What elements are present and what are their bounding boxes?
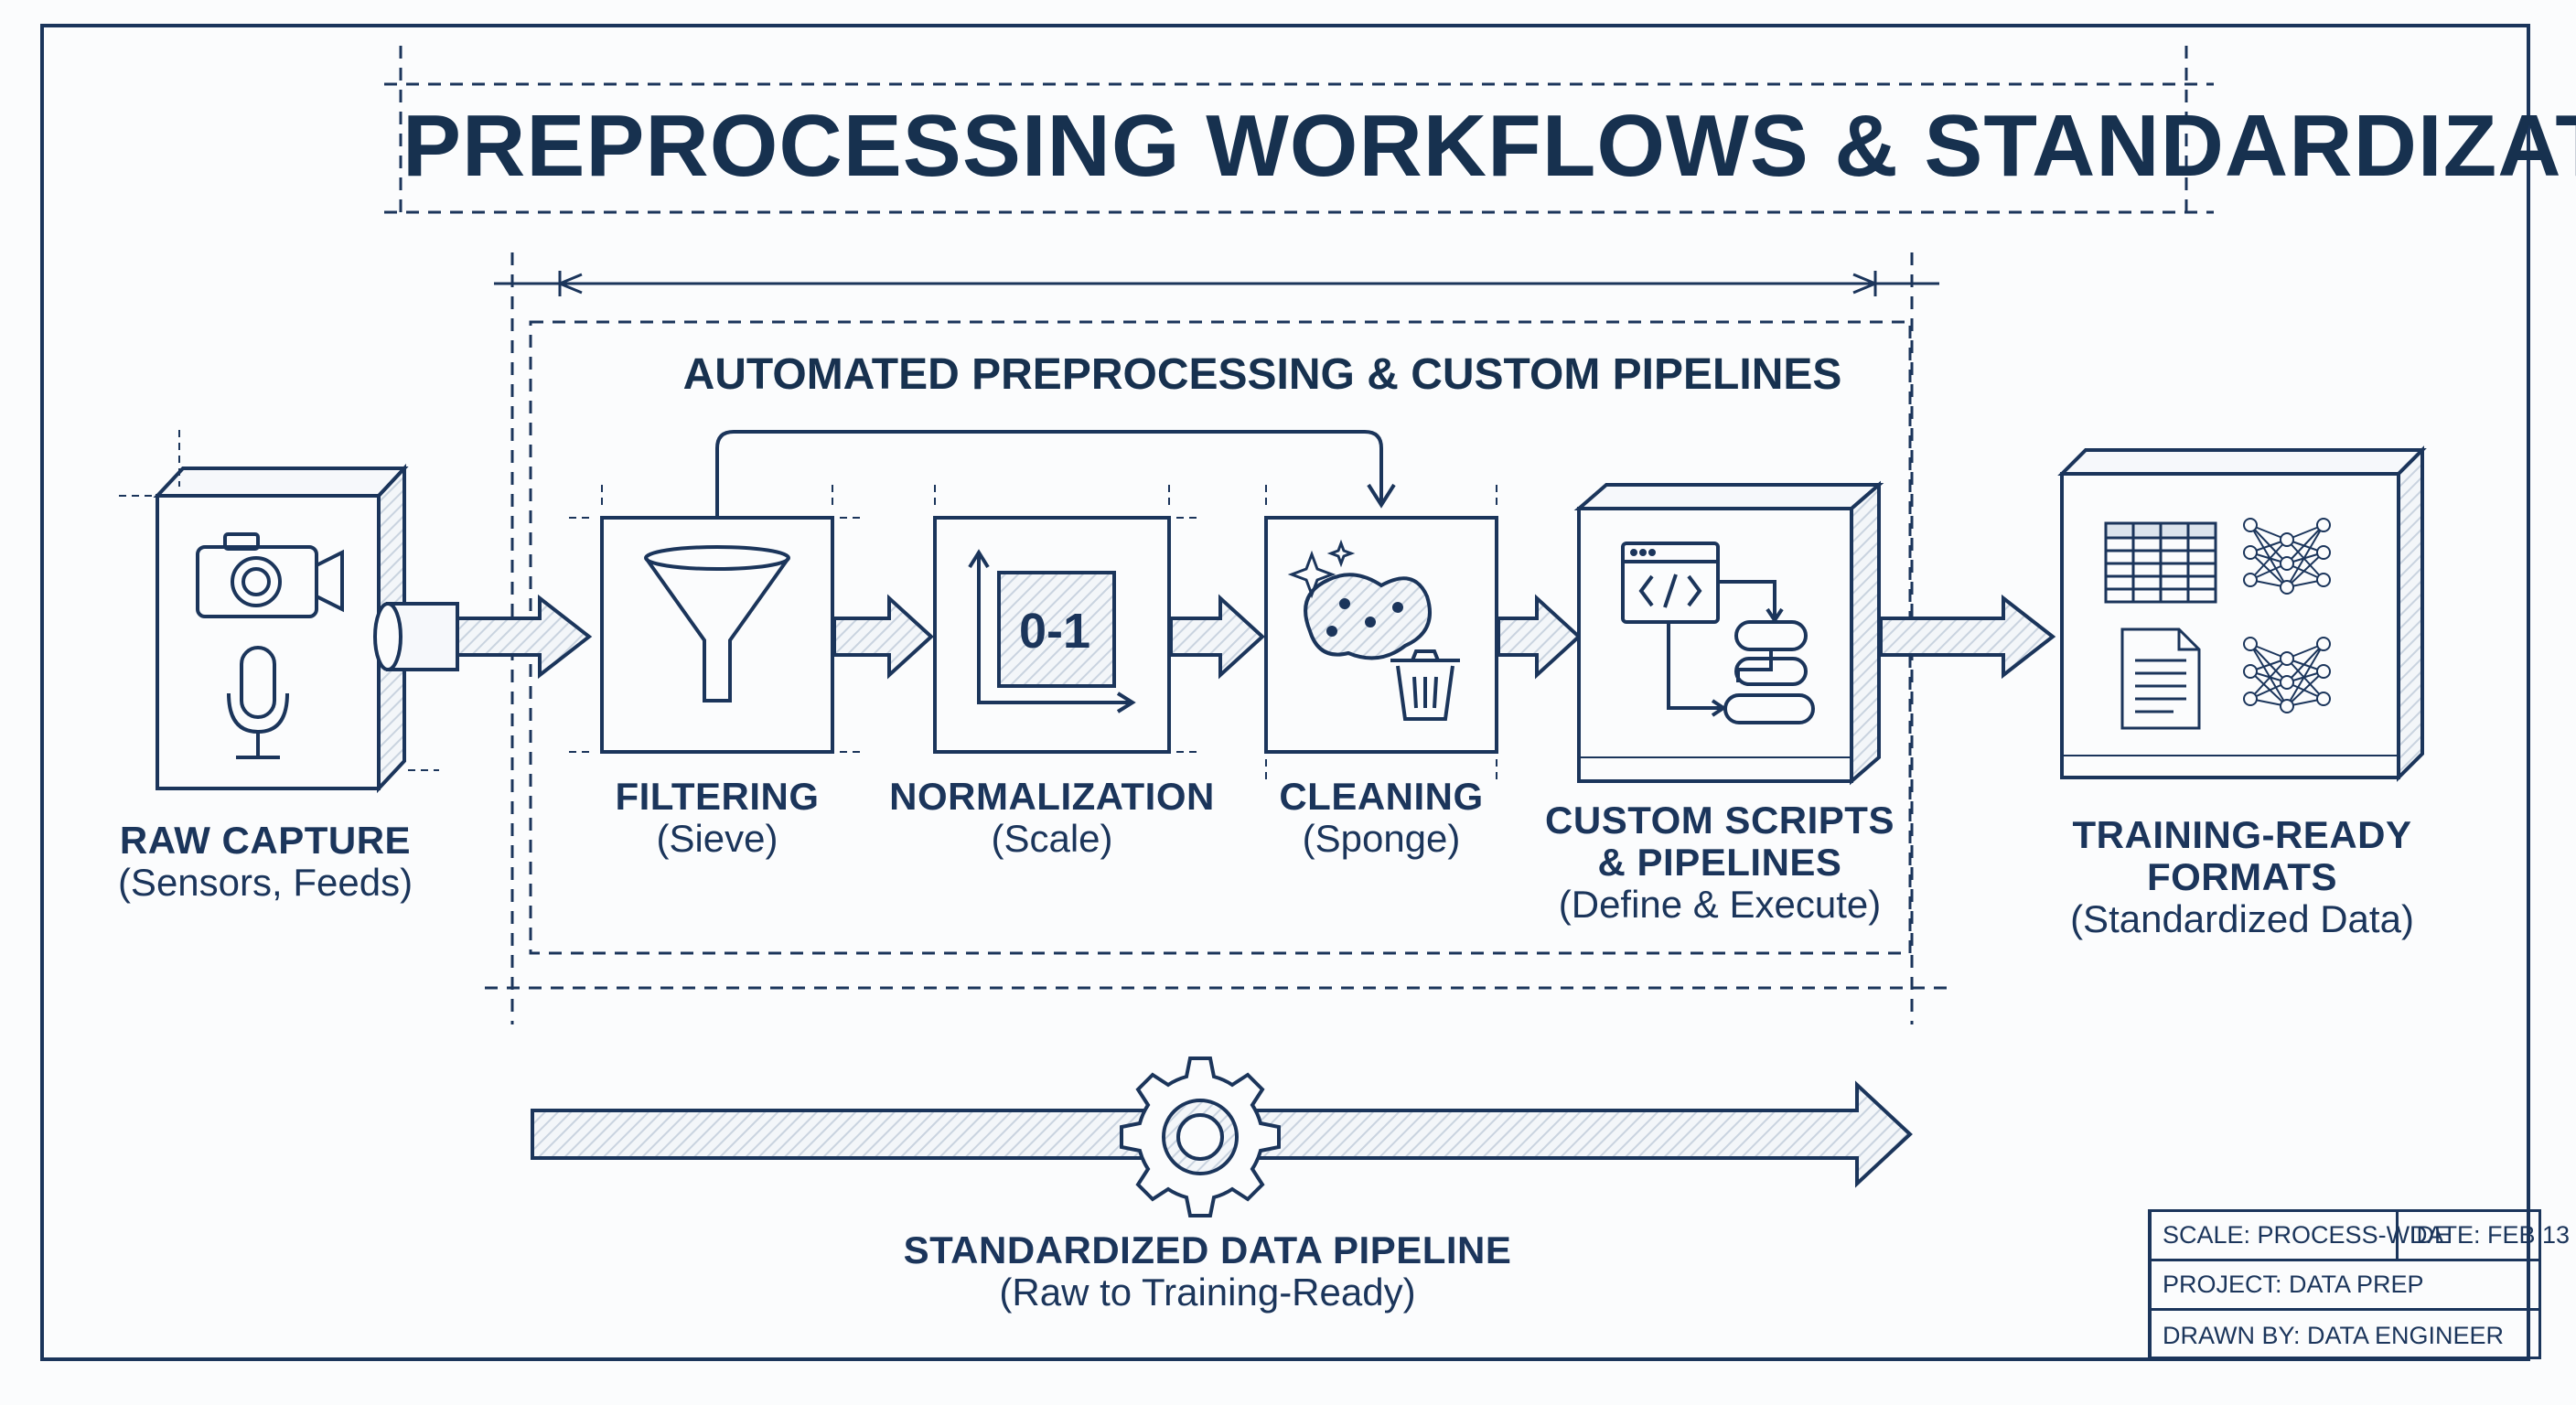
custom-scripts-heading-2: & PIPELINES <box>1597 841 1842 884</box>
project-cell: PROJECT: DATA PREP <box>2163 1271 2424 1298</box>
raw-capture-heading: RAW CAPTURE <box>119 819 412 862</box>
normalization-label: NORMALIZATION (Scale) <box>887 776 1217 860</box>
scale-cell: SCALE: PROCESS-WIDE <box>2152 1212 2451 1259</box>
custom-scripts-label: CUSTOM SCRIPTS & PIPELINES (Define & Exe… <box>1528 799 1912 926</box>
raw-capture-subtitle: (Sensors, Feeds) <box>117 861 413 904</box>
document-icon <box>2120 627 2201 730</box>
section-title: AUTOMATED PREPROCESSING & CUSTOM PIPELIN… <box>682 350 1842 399</box>
custom-scripts-subtitle: (Define & Execute) <box>1558 883 1882 926</box>
table-icon <box>2104 521 2217 604</box>
training-ready-label: TRAINING-READY FORMATS (Standardized Dat… <box>2045 814 2439 940</box>
page-title: PREPROCESSING WORKFLOWS & STANDARDIZATIO… <box>402 97 2576 195</box>
filtering-subtitle: (Sieve) <box>656 817 778 860</box>
pipeline-label: STANDARDIZED DATA PIPELINE (Raw to Train… <box>878 1229 1537 1314</box>
filtering-label: FILTERING (Sieve) <box>571 776 864 860</box>
filtering-box <box>569 485 865 754</box>
neural-network-icon <box>2243 518 2331 595</box>
title-block-row-3: DRAWN BY: DATA ENGINEER <box>2152 1311 2538 1360</box>
training-ready-subtitle: (Standardized Data) <box>2070 897 2414 940</box>
raw-output-arrow <box>373 594 593 680</box>
filtering-heading: FILTERING <box>615 775 820 818</box>
cleaning-heading: CLEANING <box>1279 775 1484 818</box>
arrow-filtering-normalization <box>832 594 934 680</box>
normalization-subtitle: (Scale) <box>991 817 1113 860</box>
normalization-heading: NORMALIZATION <box>889 775 1215 818</box>
trash-icon <box>1390 649 1460 721</box>
cleaning-label: CLEANING (Sponge) <box>1235 776 1528 860</box>
camera-icon <box>196 532 344 618</box>
drawn-by-cell: DRAWN BY: DATA ENGINEER <box>2163 1321 2505 1349</box>
pipeline-heading: STANDARDIZED DATA PIPELINE <box>903 1228 1512 1271</box>
title-block-row-1: SCALE: PROCESS-WIDE DATE: FEB 13 <box>2152 1212 2570 1261</box>
gear-icon <box>1120 1056 1281 1217</box>
custom-scripts-box <box>1573 480 1884 786</box>
custom-scripts-heading-1: CUSTOM SCRIPTS <box>1545 799 1894 842</box>
scale-axes-icon <box>968 549 1136 713</box>
funnel-icon <box>644 545 790 702</box>
sponge-icon <box>1304 573 1432 660</box>
microphone-icon <box>227 646 289 759</box>
sparkle-icon <box>1287 539 1356 599</box>
normalization-range-label: 0-1 <box>1018 604 1091 659</box>
neural-network-icon-2 <box>2243 637 2331 713</box>
title-block-row-2: PROJECT: DATA PREP <box>2152 1261 2538 1311</box>
arrow-custom-training <box>1879 594 2056 680</box>
flowchart-icon <box>1667 580 1815 724</box>
bypass-arrow <box>715 430 1396 518</box>
outer-frame <box>40 24 2530 1361</box>
date-cell: DATE: FEB 13 <box>2410 1221 2571 1249</box>
raw-capture-label: RAW CAPTURE (Sensors, Feeds) <box>101 820 430 904</box>
training-ready-heading-2: FORMATS <box>2146 855 2338 898</box>
arrow-normalization-cleaning <box>1169 594 1265 680</box>
arrow-cleaning-custom <box>1497 594 1582 680</box>
training-ready-heading-1: TRAINING-READY <box>2072 813 2412 856</box>
title-block: SCALE: PROCESS-WIDE DATE: FEB 13 PROJECT… <box>2148 1209 2570 1360</box>
title-frame <box>384 46 2214 220</box>
pipeline-subtitle: (Raw to Training-Ready) <box>999 1271 1416 1314</box>
cleaning-subtitle: (Sponge) <box>1302 817 1461 860</box>
training-ready-box <box>2057 445 2427 782</box>
